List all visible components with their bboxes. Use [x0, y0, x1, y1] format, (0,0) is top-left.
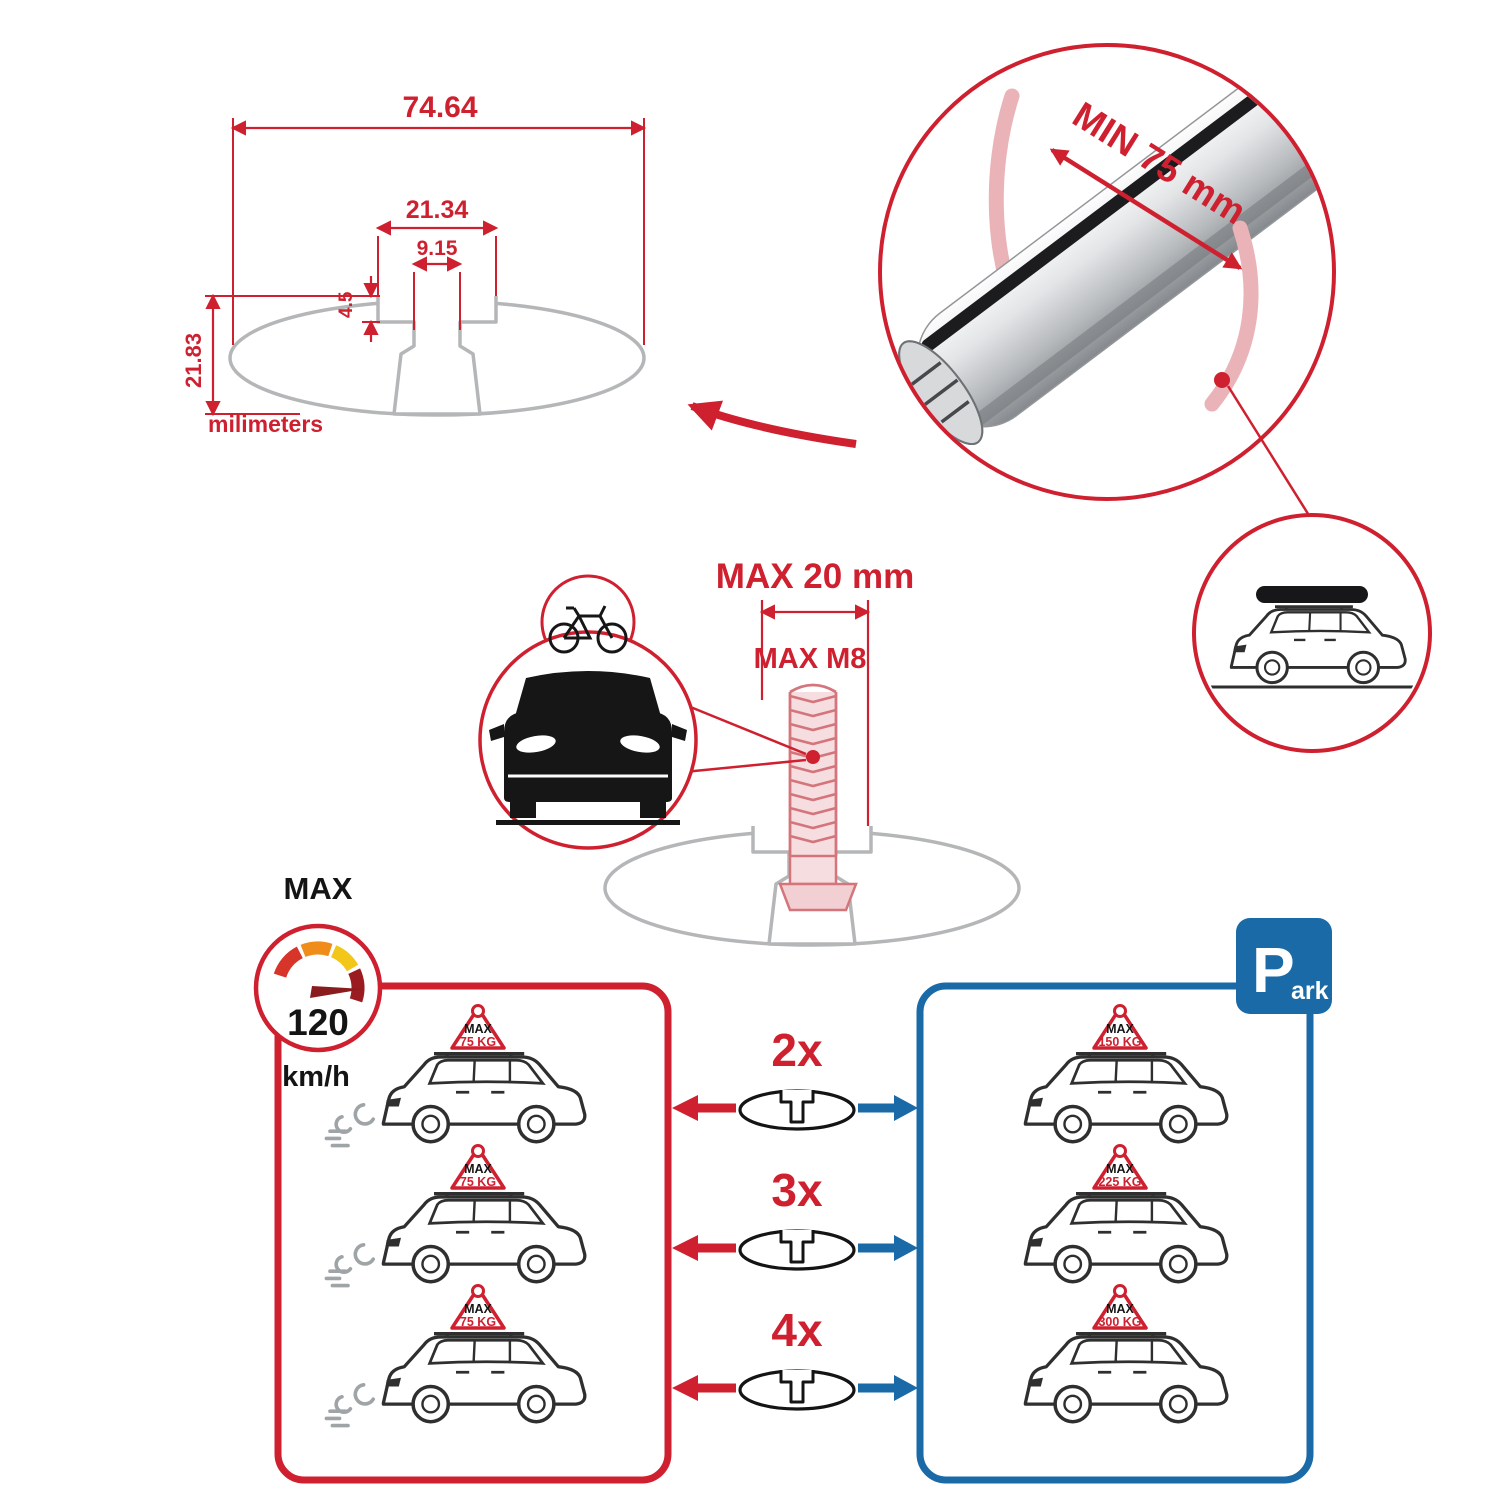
dim-channel-outer-label: 21.34 [406, 196, 469, 224]
strap-to-vehicle-leader [1226, 385, 1312, 518]
t-bolt [778, 683, 858, 912]
load-sign-title: MAX [464, 1022, 492, 1036]
load-sign-value: 150 KG [1098, 1035, 1141, 1049]
bar-section-icon [738, 1228, 856, 1271]
vehicle-to-bolt-leaders [683, 704, 807, 774]
bar-profile-drawing [228, 294, 646, 417]
dim-total-width-label: 74.64 [402, 91, 477, 124]
bar-count-label: 2x [771, 1024, 823, 1076]
car-front-bike-circle [478, 574, 698, 850]
driving-cars: MAX 75 KG MAX 75 KG MAX 75 KG [324, 1003, 587, 1428]
dim-channel-inner-label: 9.15 [417, 237, 458, 260]
bolt-neck [788, 854, 838, 886]
right-arrow-head [894, 1375, 918, 1401]
park-sign: P ark [1236, 918, 1332, 1014]
load-sign-value: 75 KG [460, 1035, 496, 1049]
dim-total-width-extensions [232, 118, 645, 345]
park-sign-box [1236, 918, 1332, 1014]
bolt-marker-dot [806, 750, 820, 764]
load-sign-value: 225 KG [1098, 1175, 1141, 1189]
gauge-max-label: MAX [284, 871, 353, 906]
gauge-value: 120 [287, 1002, 349, 1043]
right-arrow-head [894, 1095, 918, 1121]
load-sign-title: MAX [1106, 1302, 1134, 1316]
speed-gauge: MAX 120 km/h [253, 871, 383, 1093]
headlight-left [516, 735, 556, 753]
park-sign-rest: ark [1291, 977, 1329, 1005]
bolt-max-width-label: MAX 20 mm [716, 557, 914, 596]
load-sign-value: 75 KG [460, 1175, 496, 1189]
left-arrow-head [672, 1235, 698, 1261]
mounting-bolt-diagram: MAX 20 mm MAX M8 [603, 557, 1021, 947]
bar-quantity-rows: 2x 3x 4x [672, 1024, 918, 1411]
vehicle-roofbox-circle [1192, 513, 1432, 753]
bar-count-label: 3x [771, 1164, 823, 1216]
load-sign-value: 300 KG [1098, 1315, 1141, 1329]
min-span-arrow [1049, 148, 1243, 270]
dim-total-height-label: 21.83 [181, 333, 206, 388]
parked-cars: MAX 150 KG MAX 225 KG MAX 300 KG [1023, 1003, 1229, 1424]
gauge-needle [310, 986, 364, 998]
load-sign-title: MAX [1106, 1162, 1134, 1176]
load-sign-title: MAX [464, 1302, 492, 1316]
cross-section-dimension-diagram: 74.64 21.34 9.15 4.5 21.83 milimeters [181, 91, 647, 437]
car-front-view [489, 671, 687, 825]
headlight-right [620, 735, 660, 753]
dim-lip-depth-label: 4.5 [336, 291, 357, 318]
left-arrow-head [672, 1375, 698, 1401]
suv-with-roofbox [1208, 586, 1420, 689]
right-arrow-head [894, 1235, 918, 1261]
left-arrow-head [672, 1095, 698, 1121]
roof-box [1256, 586, 1368, 603]
gauge-units: km/h [282, 1061, 350, 1093]
bolt-max-thread-label: MAX M8 [754, 643, 867, 675]
bike-icon [548, 605, 628, 654]
dim-channel-inner-extensions [413, 272, 461, 330]
bar-count-label: 4x [771, 1304, 823, 1356]
bar-closeup-circle: MIN 75 mm [878, 43, 1336, 501]
load-sign-title: MAX [464, 1162, 492, 1176]
strap-marker-dot [1214, 372, 1230, 388]
park-sign-initial: P [1252, 934, 1295, 1006]
load-sign-title: MAX [1106, 1022, 1134, 1036]
bar-section-icon [738, 1368, 856, 1411]
bolt-t-head [778, 882, 858, 912]
dim-units-label: milimeters [208, 411, 323, 437]
closeup-to-profile-arrow [687, 400, 857, 448]
ground-shadow [496, 820, 680, 825]
load-sign-value: 75 KG [460, 1315, 496, 1329]
closeup-circle-border [878, 43, 1336, 501]
dim-total-height-extensions [205, 295, 375, 415]
bar-section-icon [738, 1088, 856, 1131]
